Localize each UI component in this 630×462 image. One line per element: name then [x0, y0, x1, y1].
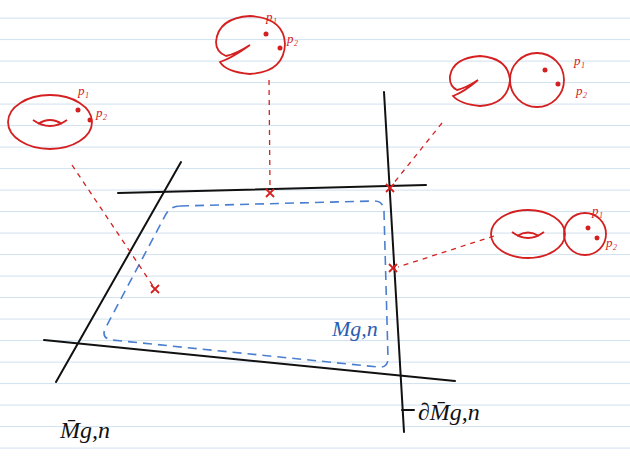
point-label: p₁: [78, 84, 89, 97]
leader-lines: [72, 80, 494, 286]
space-label: Mg,n: [332, 318, 378, 340]
boundary-label: ∂M̄g,n: [418, 400, 480, 424]
point-label: p₁: [592, 204, 603, 217]
point-marks: [151, 184, 397, 293]
point-label: p₂: [287, 32, 298, 45]
boundary-lines: [44, 92, 455, 432]
point-label: p₂: [576, 84, 587, 97]
point-label: p₁: [574, 54, 585, 67]
point-label: p₂: [96, 106, 107, 119]
space-label: M̄g,n: [60, 418, 110, 442]
riemann-surfaces: [8, 16, 606, 258]
interior-region: [104, 201, 388, 367]
point-label: p₂: [606, 236, 617, 249]
point-label: p₁: [266, 10, 277, 23]
